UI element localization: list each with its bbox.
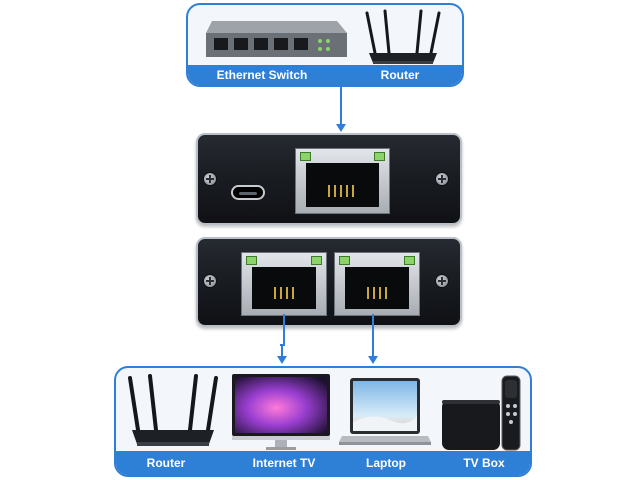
label-ethernet-switch: Ethernet Switch [216,68,308,82]
tv-box-image [442,375,521,451]
router-image-bottom [128,374,218,446]
arrow-down-icon [368,356,378,364]
bottom-label-bar: Router Internet TV Laptop TV Box [116,451,530,475]
connector-line-left-drop [281,344,283,356]
rj45-port-input [295,148,390,214]
led-indicator-icon [300,152,311,161]
label-internet-tv: Internet TV [252,456,316,470]
top-label-bar: Ethernet Switch Router [188,65,462,85]
laptop-image [339,378,431,445]
screw-icon [204,173,216,185]
led-indicator-icon [374,152,385,161]
connector-line-right [372,314,374,356]
router-image-top [365,9,441,64]
usb-c-port [231,185,265,200]
internet-tv-image [232,374,330,450]
led-indicator-icon [339,256,350,265]
label-tv-box: TV Box [463,456,505,470]
label-router-bottom: Router [146,456,186,470]
rj45-port-output-1 [241,252,327,316]
switch-ports [214,38,308,50]
adapter-input-side [196,133,462,225]
source-devices-panel: Ethernet Switch Router [186,3,464,87]
connector-line-left [283,314,285,346]
label-router-top: Router [380,68,420,82]
screw-icon [436,173,448,185]
led-indicator-icon [246,256,257,265]
rj45-port-output-2 [334,252,420,316]
ethernet-switch-image [206,21,347,57]
connector-line-top [340,87,342,124]
arrow-down-icon [336,124,346,132]
arrow-down-icon [277,356,287,364]
screw-icon [204,275,216,287]
screw-icon [436,275,448,287]
label-laptop: Laptop [366,456,406,470]
adapter-output-side [196,237,462,327]
led-indicator-icon [311,256,322,265]
led-indicator-icon [404,256,415,265]
target-devices-panel: Router Internet TV Laptop TV Box [114,366,532,477]
